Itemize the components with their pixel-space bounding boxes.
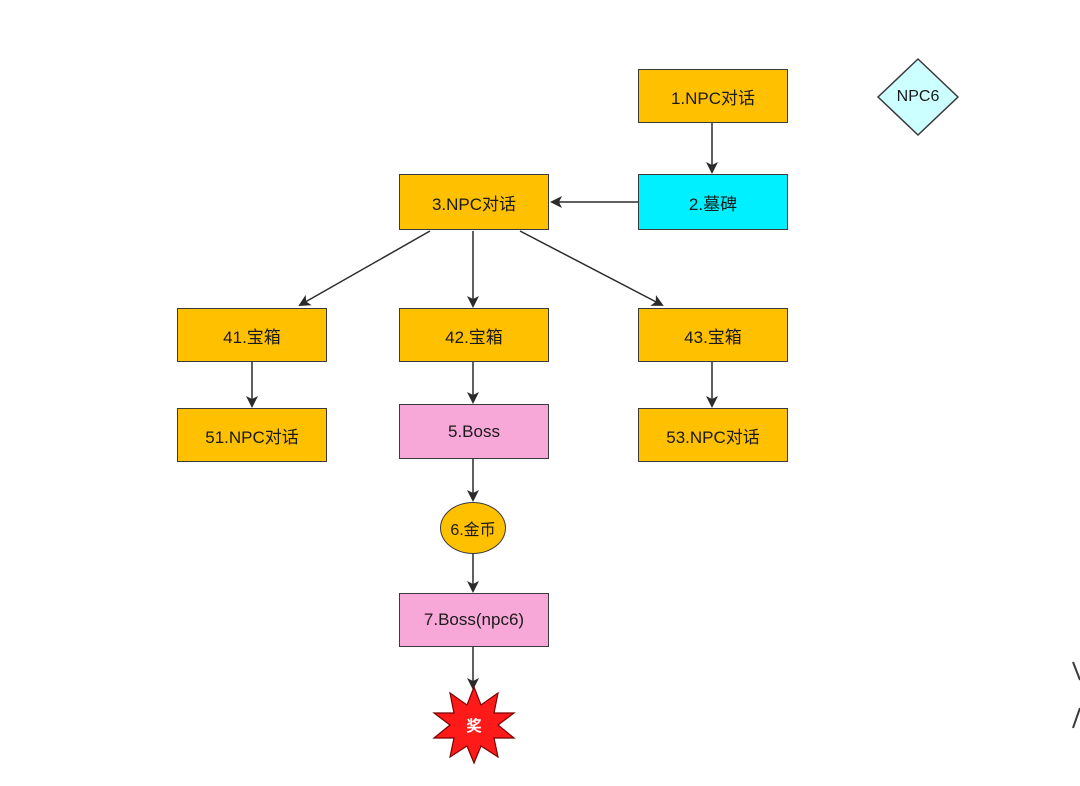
end-reward-burst[interactable]: 奖: [432, 685, 516, 765]
node-53-npc-dialog[interactable]: 53.NPC对话: [638, 408, 788, 462]
node-1-npc-dialog[interactable]: 1.NPC对话: [638, 69, 788, 123]
node-53-label: 53.NPC对话: [666, 427, 760, 447]
node-3-label: 3.NPC对话: [431, 194, 517, 214]
node-43-label: 43.宝箱: [684, 327, 742, 347]
node-6-label: 6.金币: [450, 522, 496, 539]
node-2-label: 2.墓碑: [688, 194, 738, 214]
node-7-label: 7.Boss(npc6): [423, 610, 525, 629]
node-7-boss-npc6[interactable]: 7.Boss(npc6): [399, 593, 549, 647]
node-1-label: 1.NPC对话: [670, 88, 756, 108]
node-51-label: 51.NPC对话: [205, 427, 299, 447]
diamond-shape: [876, 57, 960, 137]
node-41-chest[interactable]: 41.宝箱: [177, 308, 327, 362]
node-42-label: 42.宝箱: [445, 327, 503, 347]
npc6-label: NPC6: [896, 88, 940, 105]
node-5-boss[interactable]: 5.Boss: [399, 404, 549, 459]
end-label: 奖: [466, 717, 482, 735]
npc6-diamond-node[interactable]: NPC6: [876, 57, 960, 137]
node-2-tombstone[interactable]: 2.墓碑: [638, 174, 788, 230]
node-42-chest[interactable]: 42.宝箱: [399, 308, 549, 362]
node-43-chest[interactable]: 43.宝箱: [638, 308, 788, 362]
node-3-npc-dialog[interactable]: 3.NPC对话: [399, 174, 549, 230]
cropped-edge-glyph: [1072, 661, 1080, 729]
node-6-coin[interactable]: 6.金币: [440, 502, 506, 554]
node-51-npc-dialog[interactable]: 51.NPC对话: [177, 408, 327, 462]
edge-3-to-43: [519, 230, 664, 306]
node-41-label: 41.宝箱: [223, 327, 281, 347]
node-5-label: 5.Boss: [448, 421, 500, 441]
edge-3-to-41: [298, 230, 431, 306]
burst-icon: [432, 685, 516, 765]
